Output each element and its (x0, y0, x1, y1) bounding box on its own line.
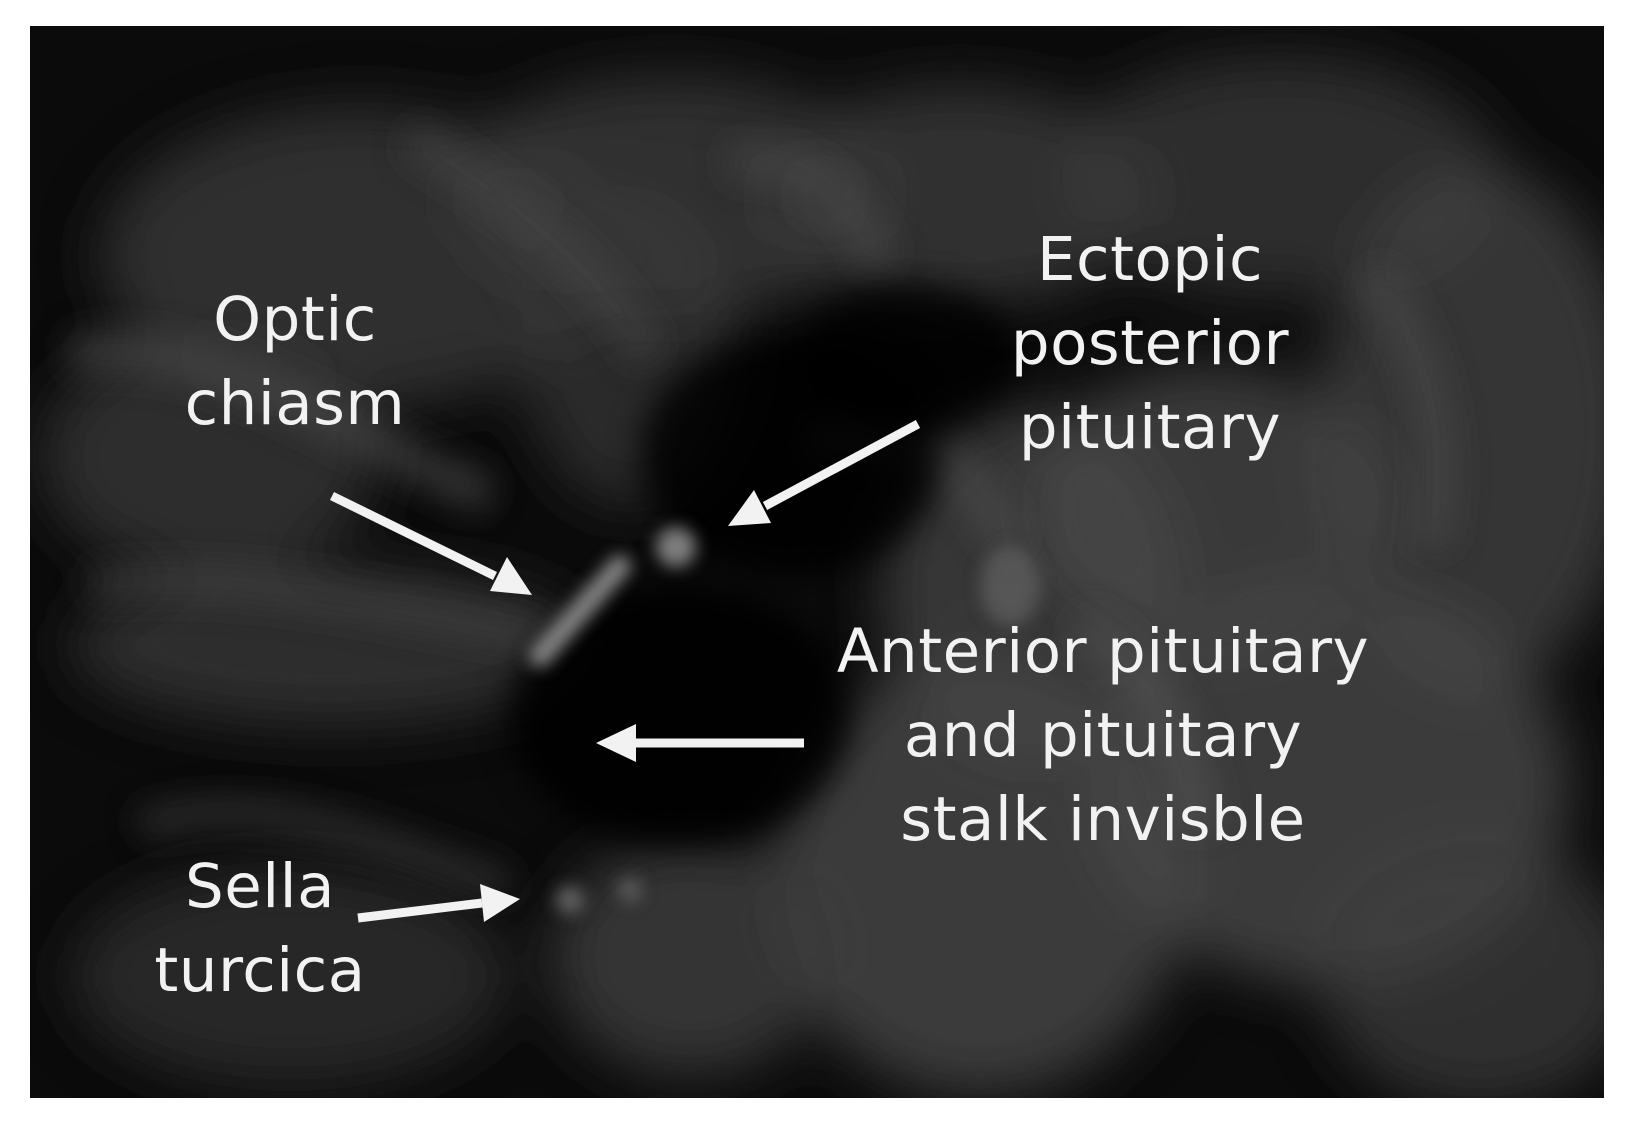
label-optic-chiasm: Optic chiasm (184, 284, 406, 440)
arrow-optic-chiasm (330, 491, 532, 595)
label-anterior-pituitary: Anterior pituitary and pituitary stalk i… (836, 616, 1370, 856)
arrow-sella-turcica (357, 884, 520, 923)
gyri (65, 121, 1456, 901)
arrow-ectopic-posterior-pituitary (728, 420, 921, 526)
label-ectopic-posterior-pituitary: Ectopic posterior pituitary (1010, 224, 1290, 464)
mri-scan (30, 26, 1604, 1098)
csf-region (510, 286, 1020, 846)
bright-structures (529, 527, 1040, 914)
arrow-anterior-pituitary (596, 724, 804, 762)
brain-tissue (40, 56, 1604, 1098)
mri-image (30, 26, 1604, 1098)
arrows (330, 420, 921, 923)
label-sella-turcica: Sella turcica (154, 851, 366, 1007)
